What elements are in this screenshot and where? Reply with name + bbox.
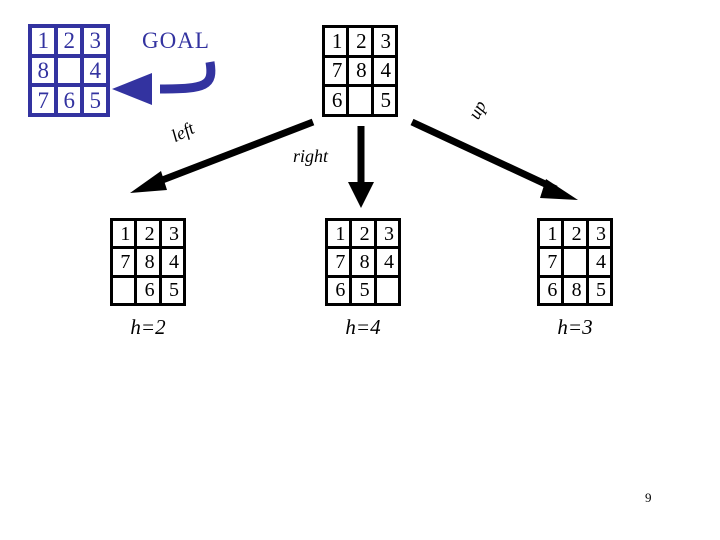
child-right-tile-3: 7 <box>328 249 350 275</box>
goal-tile-8: 5 <box>84 87 106 113</box>
child-left-tile-1: 2 <box>137 221 159 247</box>
root-tile-8: 5 <box>373 87 395 114</box>
child-left-tile-4: 8 <box>137 249 159 275</box>
goal-tile-5: 4 <box>84 57 106 84</box>
child-right-tile-4: 8 <box>352 249 374 275</box>
edge-arrow-right <box>348 126 374 208</box>
child-up-tile-6: 6 <box>540 277 562 303</box>
edge-label-left: left <box>168 117 198 146</box>
goal-tile-1: 2 <box>58 28 80 54</box>
child-right-state-board: 1 2 3 7 8 4 6 5 <box>325 218 401 306</box>
child-up-tile-4-blank <box>564 249 586 275</box>
root-tile-0: 1 <box>325 28 347 55</box>
goal-pointer-arrow <box>112 61 216 105</box>
root-tile-5: 4 <box>373 57 395 85</box>
child-left-tile-8: 5 <box>161 277 183 303</box>
page-number: 9 <box>645 490 652 505</box>
root-tile-3: 7 <box>325 57 347 85</box>
child-left-tile-3: 7 <box>113 249 135 275</box>
root-tile-4: 8 <box>349 57 371 85</box>
child-up-tile-5: 4 <box>588 249 610 275</box>
goal-caption-label: GOAL <box>142 28 210 53</box>
child-up-tile-7: 8 <box>564 277 586 303</box>
root-tile-1: 2 <box>349 28 371 55</box>
child-up-tile-3: 7 <box>540 249 562 275</box>
edge-label-up: up <box>464 97 491 123</box>
goal-tile-0: 1 <box>32 28 54 54</box>
child-up-tile-2: 3 <box>588 221 610 247</box>
child-right-tile-0: 1 <box>328 221 350 247</box>
child-up-tile-0: 1 <box>540 221 562 247</box>
child-left-tile-5: 4 <box>161 249 183 275</box>
edge-label-right: right <box>293 146 329 166</box>
child-left-state-board: 1 2 3 7 8 4 6 5 <box>110 218 186 306</box>
child-right-heuristic-label: h=4 <box>345 315 381 339</box>
edge-arrow-up <box>410 118 578 200</box>
edge-arrow-left <box>130 118 315 193</box>
root-tile-6: 6 <box>325 87 347 114</box>
goal-tile-4-blank <box>58 57 80 84</box>
child-up-heuristic-label: h=3 <box>557 315 593 339</box>
child-right-tile-5: 4 <box>376 249 398 275</box>
child-right-tile-7: 5 <box>352 277 374 303</box>
child-up-tile-8: 5 <box>588 277 610 303</box>
goal-tile-7: 6 <box>58 87 80 113</box>
root-state-board: 1 2 3 7 8 4 6 5 <box>322 25 398 117</box>
child-left-heuristic-label: h=2 <box>130 315 166 339</box>
root-tile-7-blank <box>349 87 371 114</box>
child-right-tile-1: 2 <box>352 221 374 247</box>
child-right-tile-2: 3 <box>376 221 398 247</box>
child-left-tile-7: 6 <box>137 277 159 303</box>
goal-state-board: 1 2 3 8 4 7 6 5 <box>28 24 110 117</box>
root-tile-2: 3 <box>373 28 395 55</box>
goal-tile-6: 7 <box>32 87 54 113</box>
child-right-tile-8-blank <box>376 277 398 303</box>
child-up-state-board: 1 2 3 7 4 6 8 5 <box>537 218 613 306</box>
goal-tile-3: 8 <box>32 57 54 84</box>
child-right-tile-6: 6 <box>328 277 350 303</box>
child-up-tile-1: 2 <box>564 221 586 247</box>
child-left-tile-6-blank <box>113 277 135 303</box>
goal-tile-2: 3 <box>84 28 106 54</box>
child-left-tile-0: 1 <box>113 221 135 247</box>
child-left-tile-2: 3 <box>161 221 183 247</box>
